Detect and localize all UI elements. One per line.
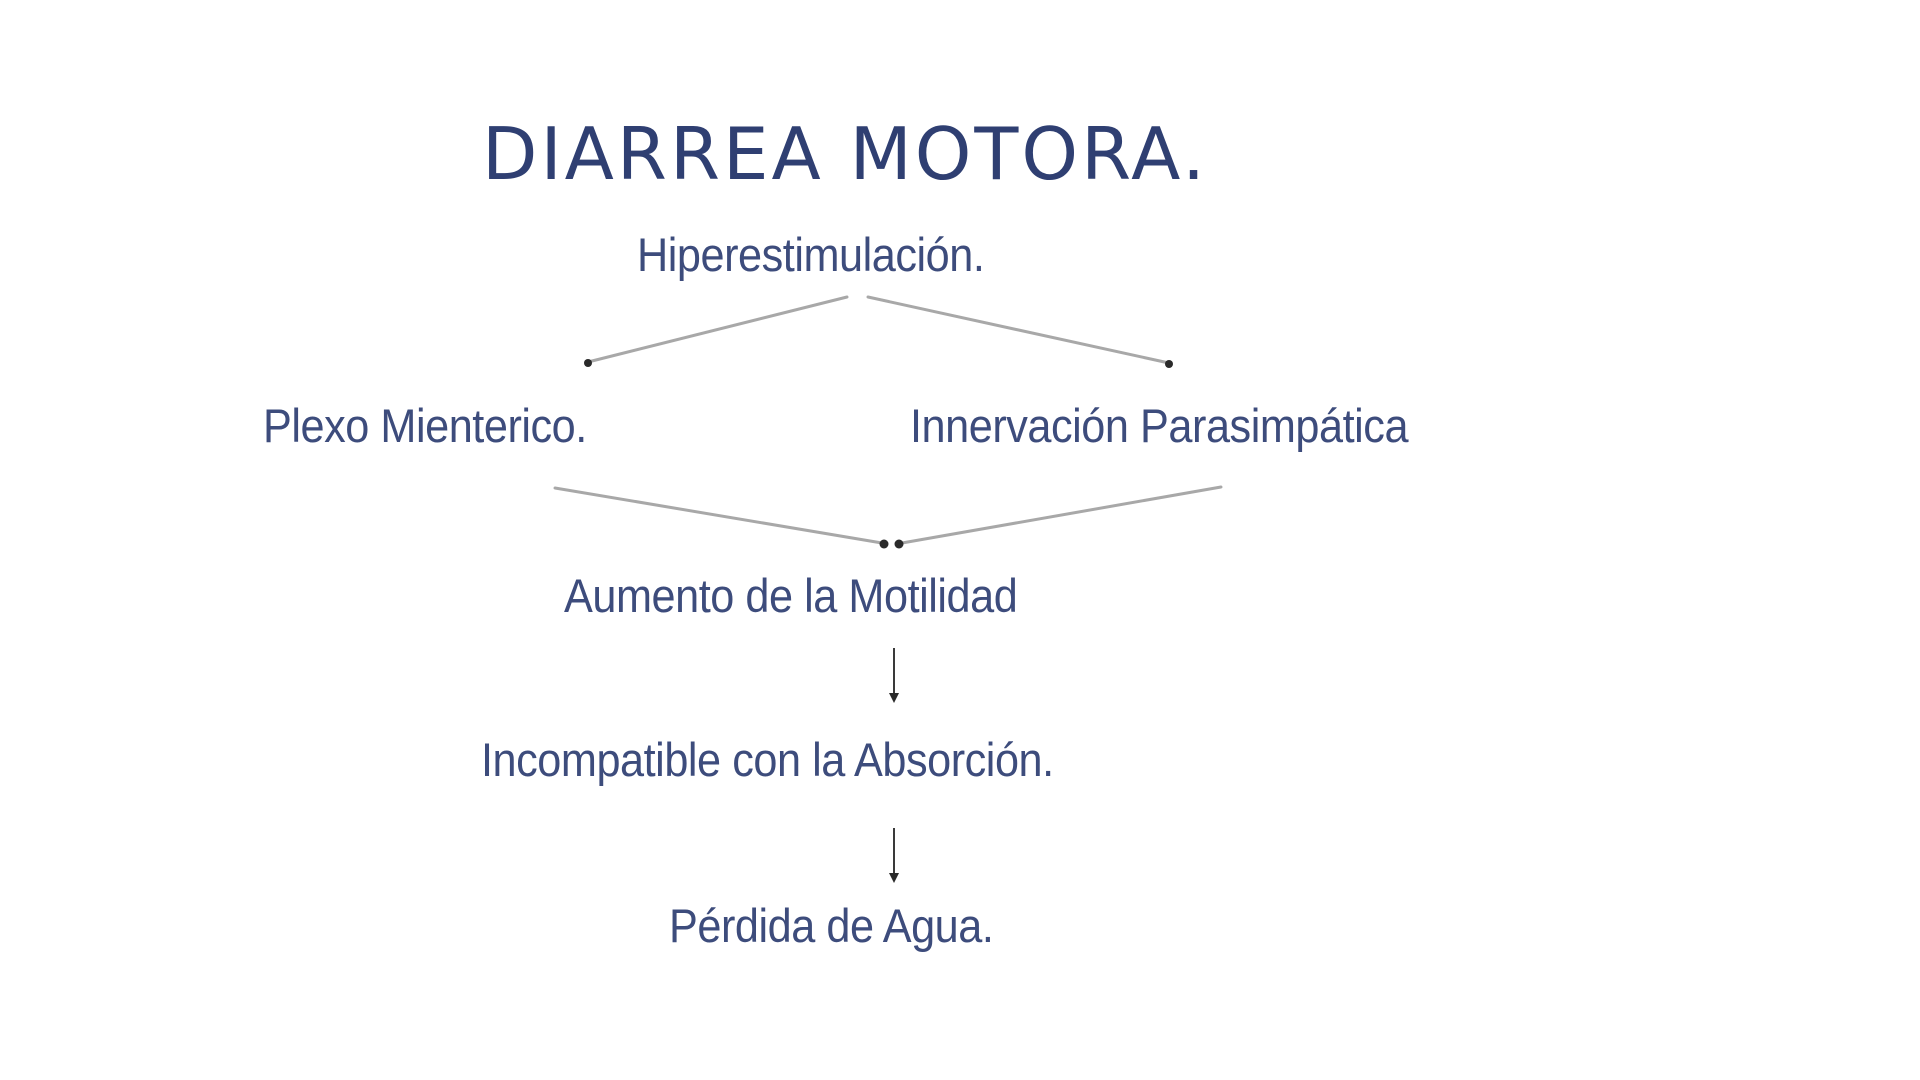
arrowhead-icon xyxy=(894,539,904,549)
node-perdida-agua: Pérdida de Agua. xyxy=(669,899,994,952)
connector-right-merge xyxy=(900,485,1223,545)
arrowhead-icon xyxy=(889,693,899,703)
diagram-title: DIARREA MOTORA. xyxy=(482,112,1209,196)
node-hiperestimulacion: Hiperestimulación. xyxy=(637,228,985,281)
arrowhead-icon xyxy=(889,873,899,883)
connector-left-merge xyxy=(553,486,884,545)
connector-root-left xyxy=(586,295,849,364)
node-plexo-mienterico: Plexo Mienterico. xyxy=(263,399,587,452)
node-incompatible-absorcion: Incompatible con la Absorción. xyxy=(481,733,1054,786)
node-aumento-motilidad: Aumento de la Motilidad xyxy=(564,569,1018,622)
connector-root-right xyxy=(866,295,1171,365)
arrowhead-icon xyxy=(879,539,889,549)
arrowhead-icon xyxy=(1165,360,1173,368)
arrowhead-icon xyxy=(584,359,592,367)
node-innervacion-parasimpatica: Innervación Parasimpática xyxy=(910,399,1409,452)
